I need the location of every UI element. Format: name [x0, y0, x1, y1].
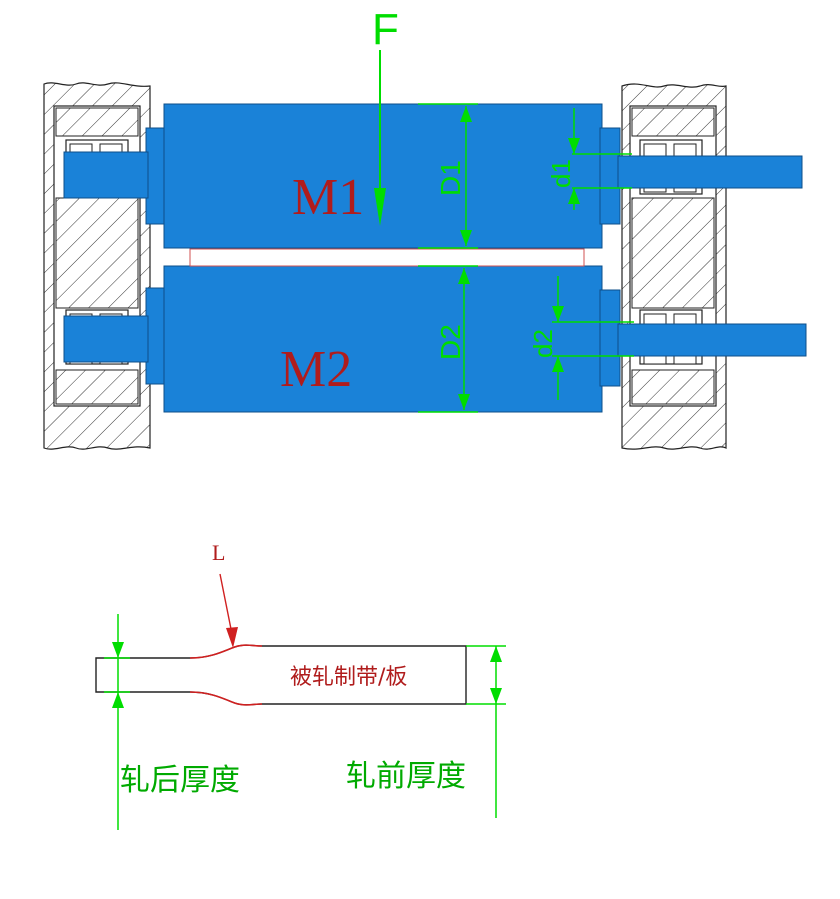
entry-thickness-label: 轧前厚度: [346, 759, 466, 794]
roll-top-label: M1: [292, 169, 364, 226]
dim-d2-label: d2: [528, 329, 558, 358]
bottom-roll-right-neck-outer: [599, 289, 621, 387]
bottom-roll-left-neck-outer: [145, 287, 167, 385]
dim-D1-lines: [418, 103, 478, 249]
roll-gap-strip: [189, 248, 585, 267]
dim-D2-lines: [418, 265, 478, 413]
dim-D2-label: D2: [435, 324, 466, 360]
bottom-roll-right-shaft: [617, 323, 807, 357]
exit-thickness-label: 轧后厚度: [120, 763, 240, 798]
force-arrow: [374, 50, 386, 226]
top-roll-barrel: [163, 103, 603, 249]
top-roll-right-shaft: [617, 155, 803, 189]
left-housing: [43, 82, 151, 450]
strip-profile: [95, 644, 467, 706]
dim-exit-thickness-lines: [104, 614, 130, 830]
dim-d1-lines: [568, 108, 632, 210]
L-pointer: [219, 573, 238, 648]
force-label: F: [372, 5, 399, 54]
strip-label: 被轧制带/板: [290, 665, 407, 690]
L-label: L: [212, 540, 225, 565]
dim-d1-label: d1: [546, 159, 576, 188]
bottom-roll-left-neck-inner: [63, 315, 149, 363]
top-roll-right-neck-outer: [599, 127, 621, 225]
top-roll-left-neck-outer: [145, 127, 167, 225]
right-housing: [621, 83, 727, 450]
top-roll: [63, 103, 803, 249]
bottom-roll: [63, 265, 807, 413]
roll-bottom-label: M2: [280, 341, 352, 398]
top-roll-left-neck-inner: [63, 151, 149, 199]
bottom-roll-barrel: [163, 265, 603, 413]
dim-entry-thickness-lines: [466, 645, 506, 818]
dim-D1-label: D1: [435, 160, 466, 196]
dim-d2-lines: [552, 276, 634, 400]
